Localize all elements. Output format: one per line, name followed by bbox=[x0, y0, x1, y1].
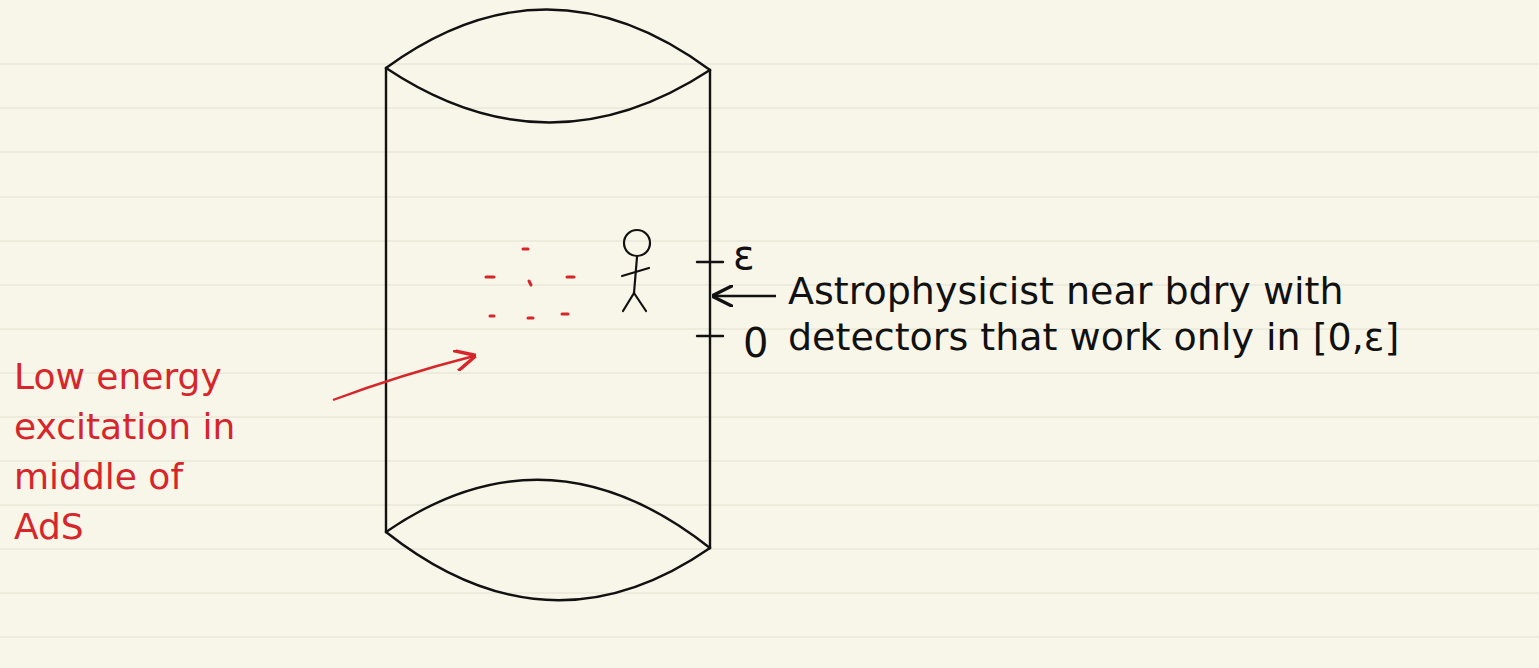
stick-figure bbox=[622, 230, 650, 311]
range-bottom-label: 0 bbox=[743, 320, 783, 366]
excitation-arrow bbox=[333, 356, 474, 400]
ads-cylinder bbox=[386, 9, 710, 600]
excitation-dots bbox=[486, 249, 574, 318]
excitation-note: Low energy excitation in middle of AdS bbox=[14, 352, 244, 552]
astrophysicist-note: Astrophysicist near bdry with detectors … bbox=[788, 268, 1408, 360]
range-top-label: ε bbox=[733, 232, 773, 278]
pointer-arrow bbox=[714, 295, 776, 297]
detector-range-ticks bbox=[697, 262, 723, 336]
ruled-lines bbox=[0, 64, 1539, 637]
